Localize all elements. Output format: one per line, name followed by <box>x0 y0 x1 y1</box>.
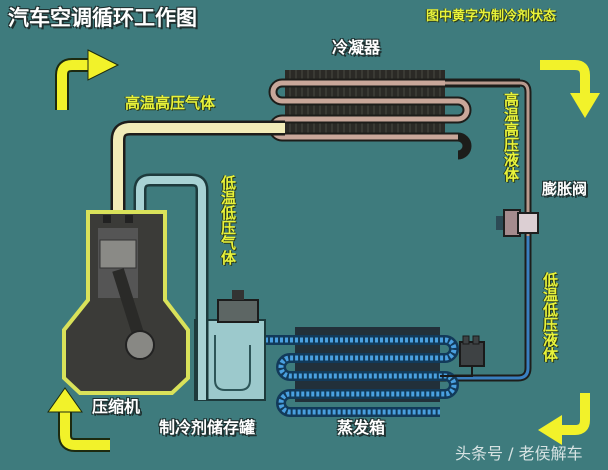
receiver-drier-label: 制冷剂储存罐 <box>159 418 256 437</box>
compressor-label: 压缩机 <box>92 397 141 416</box>
flow-arrow-top-left <box>55 49 120 110</box>
evaporator-label: 蒸发箱 <box>337 418 386 437</box>
condenser <box>268 70 520 160</box>
hot-gas-state-label: 高温高压气体 <box>125 94 216 112</box>
expansion-valve <box>496 209 539 237</box>
watermark: 头条号 / 老侯解车 <box>455 444 583 463</box>
condenser-label: 冷凝器 <box>332 38 381 57</box>
diagram-title: 汽车空调循环工作图 <box>8 6 197 30</box>
expansion-valve-label: 膨胀阀 <box>542 180 588 198</box>
compressor <box>62 210 190 395</box>
legend-note: 图中黄字为制冷剂状态 <box>426 9 557 24</box>
flow-arrow-top-right <box>540 60 600 118</box>
hot-liquid-state-label: 高温高压液体 <box>502 92 520 182</box>
cold-gas-state-label: 低温低压气体 <box>219 175 237 265</box>
cold-liquid-state-label: 低温低压液体 <box>541 272 559 362</box>
flow-arrow-bottom-left <box>47 387 110 452</box>
evaporator <box>240 327 485 417</box>
flow-arrow-bottom-right <box>538 393 590 445</box>
